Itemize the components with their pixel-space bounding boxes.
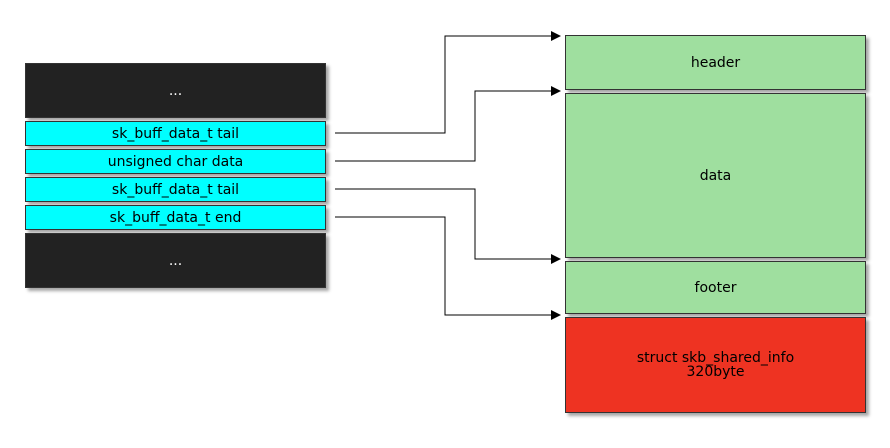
arrow-end-to-shared-info bbox=[335, 216, 561, 320]
arrow-tail-to-footer bbox=[335, 188, 561, 264]
buffer-shared-info: struct skb_shared_info 320byte bbox=[565, 317, 866, 413]
arrow-data-to-data bbox=[335, 86, 561, 162]
field-tail-2: sk_buff_data_t tail bbox=[25, 177, 326, 202]
shared-info-size: 320byte bbox=[686, 364, 745, 380]
arrow-tail-to-header bbox=[335, 31, 561, 134]
buffer-data-label: data bbox=[699, 167, 732, 184]
buffer-header: header bbox=[565, 35, 866, 90]
field-end-label: sk_buff_data_t end bbox=[109, 209, 242, 226]
buffer-data: data bbox=[565, 93, 866, 258]
field-data: unsigned char data bbox=[25, 149, 326, 174]
struct-ellipsis-bottom: ... bbox=[25, 233, 326, 288]
field-tail-label: sk_buff_data_t tail bbox=[111, 125, 240, 142]
buffer-footer-label: footer bbox=[694, 279, 737, 296]
field-end: sk_buff_data_t end bbox=[25, 205, 326, 230]
buffer-header-label: header bbox=[690, 54, 741, 71]
field-data-label: unsigned char data bbox=[107, 153, 244, 170]
field-tail-2-label: sk_buff_data_t tail bbox=[111, 181, 240, 198]
buffer-footer: footer bbox=[565, 261, 866, 314]
struct-ellipsis-top-label: ... bbox=[168, 82, 183, 99]
struct-ellipsis-top: ... bbox=[25, 63, 326, 118]
shared-info-title: struct skb_shared_info bbox=[636, 350, 795, 366]
struct-ellipsis-bottom-label: ... bbox=[168, 252, 183, 269]
field-tail: sk_buff_data_t tail bbox=[25, 121, 326, 146]
